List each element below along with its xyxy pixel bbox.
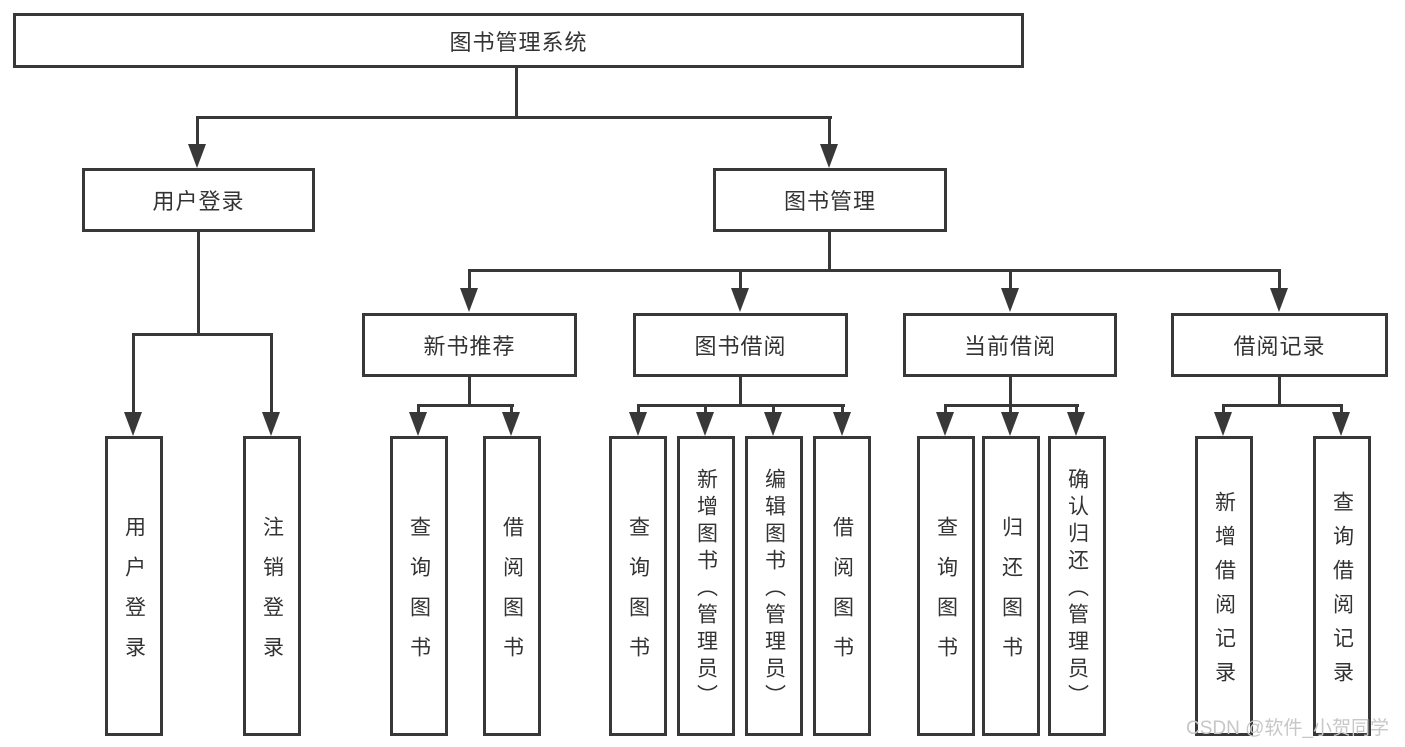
- leaf-label: 新增借阅记录: [1212, 490, 1236, 695]
- node-label: 图书管理: [783, 189, 876, 214]
- connector-line: [944, 404, 947, 414]
- leaf-label: 查询图书: [934, 515, 958, 676]
- node-label: 新书推荐: [423, 334, 516, 359]
- connector-line: [739, 269, 742, 290]
- connector-line: [468, 377, 471, 406]
- leaf-query-borrow-record: 查询借阅记录: [1313, 436, 1371, 736]
- arrow-down-icon: [1270, 288, 1288, 312]
- node-library-system: 图书管理系统: [13, 13, 1024, 68]
- connector-line: [637, 404, 845, 407]
- node-book-management: 图书管理: [713, 168, 947, 232]
- connector-line: [417, 404, 514, 407]
- connector-line: [637, 404, 640, 414]
- connector-line: [468, 269, 471, 290]
- connector-line: [1009, 269, 1012, 290]
- connector-line: [196, 116, 832, 119]
- node-label: 借阅记录: [1233, 334, 1326, 359]
- node-label: 用户登录: [152, 189, 245, 214]
- leaf-label: 查询图书: [626, 515, 650, 676]
- connector-line: [515, 68, 518, 118]
- node-label: 当前借阅: [963, 334, 1056, 359]
- connector-line: [1009, 377, 1012, 406]
- leaf-user-login: 用户登录: [105, 436, 163, 736]
- connector-line: [1222, 404, 1225, 414]
- connector-line: [1278, 377, 1281, 406]
- leaf-label: 查询图书: [407, 515, 431, 676]
- node-book-borrowing: 图书借阅: [633, 313, 848, 377]
- leaf-query-books-current: 查询图书: [917, 436, 975, 736]
- arrow-down-icon: [460, 288, 478, 312]
- leaf-label: 查询借阅记录: [1330, 490, 1354, 695]
- leaf-return-books: 归还图书: [982, 436, 1040, 736]
- connector-line: [841, 404, 844, 414]
- arrow-down-icon: [1067, 412, 1085, 436]
- leaf-query-books-recommend: 查询图书: [390, 436, 448, 736]
- connector-line: [196, 116, 199, 146]
- arrow-down-icon: [833, 412, 851, 436]
- node-borrowing-records: 借阅记录: [1171, 313, 1388, 377]
- connector-line: [1340, 404, 1343, 414]
- leaf-borrow-books-borrowing: 借阅图书: [813, 436, 871, 736]
- arrow-down-icon: [1332, 412, 1350, 436]
- arrow-down-icon: [1001, 412, 1019, 436]
- leaf-edit-books-admin: 编辑图书（管理员）: [745, 436, 803, 736]
- arrow-down-icon: [262, 412, 280, 436]
- leaf-label: 借阅图书: [500, 515, 524, 676]
- leaf-label: 确认归还（管理员）: [1065, 467, 1089, 711]
- leaf-borrow-books-recommend: 借阅图书: [483, 436, 541, 736]
- connector-line: [1075, 404, 1078, 414]
- arrow-down-icon: [764, 412, 782, 436]
- connector-line: [828, 116, 831, 146]
- arrow-down-icon: [696, 412, 714, 436]
- connector-line: [510, 404, 513, 414]
- node-new-book-recommend: 新书推荐: [362, 313, 577, 377]
- leaf-add-books-admin: 新增图书（管理员）: [677, 436, 735, 736]
- arrow-down-icon: [409, 412, 427, 436]
- connector-line: [132, 333, 135, 414]
- connector-line: [132, 333, 273, 336]
- node-user-login-branch: 用户登录: [82, 168, 315, 232]
- arrow-down-icon: [629, 412, 647, 436]
- leaf-query-books-borrowing: 查询图书: [609, 436, 667, 736]
- node-label: 图书借阅: [694, 334, 787, 359]
- arrow-down-icon: [1214, 412, 1232, 436]
- connector-line: [739, 377, 742, 406]
- connector-line: [772, 404, 775, 414]
- connector-line: [1222, 404, 1343, 407]
- connector-line: [1278, 269, 1281, 290]
- arrow-down-icon: [188, 144, 206, 168]
- csdn-watermark: CSDN @软件_小贺同学: [1186, 718, 1389, 739]
- connector-line: [417, 404, 420, 414]
- leaf-label: 用户登录: [122, 515, 146, 676]
- leaf-label: 归还图书: [999, 515, 1023, 676]
- leaf-label: 注销登录: [260, 515, 284, 676]
- arrow-down-icon: [731, 288, 749, 312]
- node-label: 图书管理系统: [449, 29, 588, 55]
- arrow-down-icon: [936, 412, 954, 436]
- arrow-down-icon: [502, 412, 520, 436]
- leaf-label: 借阅图书: [830, 515, 854, 676]
- leaf-logout: 注销登录: [243, 436, 301, 736]
- connector-line: [468, 269, 1281, 272]
- arrow-down-icon: [124, 412, 142, 436]
- leaf-label: 新增图书（管理员）: [694, 467, 718, 711]
- connector-line: [704, 404, 707, 414]
- connector-line: [1009, 404, 1012, 414]
- leaf-label: 编辑图书（管理员）: [762, 467, 786, 711]
- leaf-add-borrow-record: 新增借阅记录: [1195, 436, 1253, 736]
- connector-line: [197, 232, 200, 335]
- node-current-borrowing: 当前借阅: [903, 313, 1117, 377]
- connector-line: [828, 232, 831, 272]
- arrow-down-icon: [1001, 288, 1019, 312]
- leaf-confirm-return-admin: 确认归还（管理员）: [1048, 436, 1106, 736]
- connector-line: [270, 333, 273, 414]
- arrow-down-icon: [820, 144, 838, 168]
